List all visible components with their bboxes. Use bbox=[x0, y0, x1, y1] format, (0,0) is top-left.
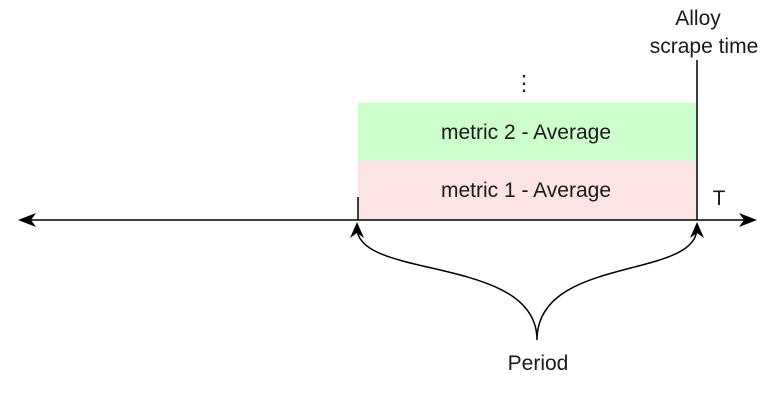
scrape-time-label-line2: scrape time bbox=[650, 35, 759, 58]
period-brace-right-arrowhead bbox=[690, 222, 704, 238]
metric2-box bbox=[358, 103, 697, 161]
period-label: Period bbox=[508, 352, 569, 375]
time-axis-label: T bbox=[713, 187, 726, 210]
time-axis-right-arrowhead bbox=[739, 213, 757, 227]
scrape-time-label-line1: Alloy bbox=[675, 7, 721, 30]
period-brace bbox=[356, 227, 698, 341]
time-axis-left-arrowhead bbox=[18, 213, 36, 227]
metric1-box bbox=[358, 161, 697, 219]
period-brace-left-arrowhead bbox=[350, 222, 364, 238]
metric1-label: metric 1 - Average bbox=[441, 179, 611, 202]
continuation-dots: ⋮ bbox=[514, 72, 535, 95]
metric2-label: metric 2 - Average bbox=[441, 121, 611, 144]
